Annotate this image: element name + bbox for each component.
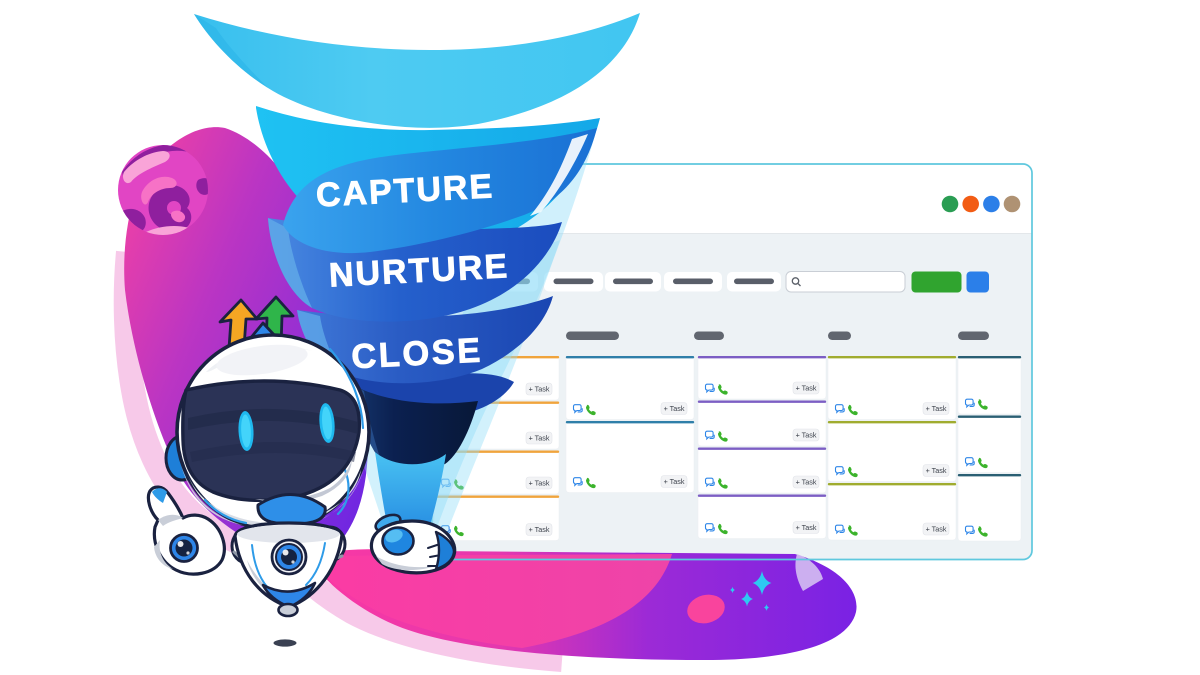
svg-text:+ Task: + Task (529, 385, 550, 394)
svg-text:NURTURE: NURTURE (328, 247, 510, 294)
svg-text:+ Task: + Task (796, 431, 817, 440)
svg-text:+ Task: + Task (926, 404, 947, 413)
svg-text:+ Task: + Task (796, 478, 817, 487)
svg-text:+ Task: + Task (926, 525, 947, 534)
svg-text:+ Task: + Task (926, 466, 947, 475)
svg-text:+ Task: + Task (529, 479, 550, 488)
svg-text:+ Task: + Task (664, 404, 685, 413)
svg-text:+ Task: + Task (529, 434, 550, 443)
svg-text:CLOSE: CLOSE (350, 332, 483, 377)
svg-text:+ Task: + Task (796, 523, 817, 532)
svg-text:+ Task: + Task (796, 384, 817, 393)
svg-text:+ Task: + Task (664, 477, 685, 486)
svg-text:+ Task: + Task (529, 525, 550, 534)
